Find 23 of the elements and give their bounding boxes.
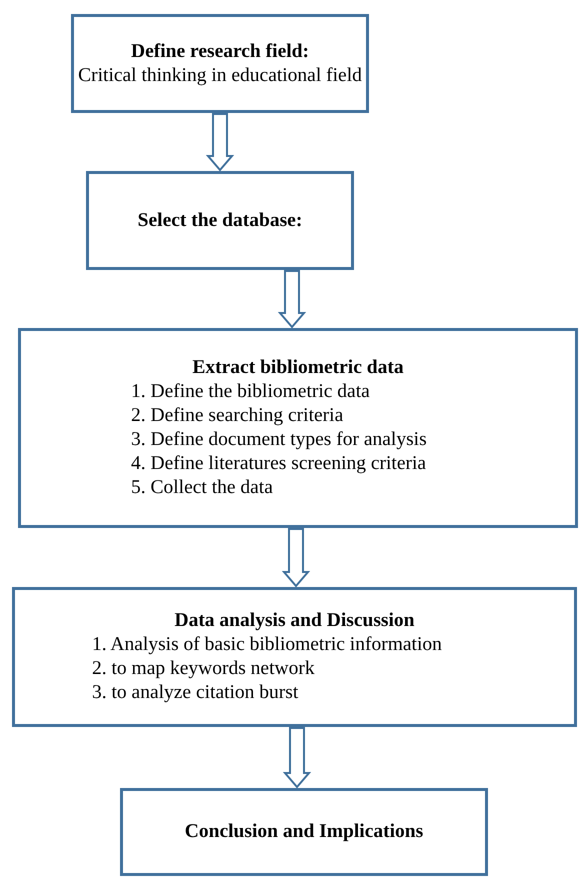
list-item: 2. Define searching criteria (130, 404, 344, 428)
box-heading: Data analysis and Discussion (173, 609, 416, 633)
block-arrow (278, 270, 306, 329)
process-box (86, 171, 354, 270)
list-item: 5. Collect the data (130, 476, 274, 500)
box-heading: Extract bibliometric data (191, 356, 405, 380)
box-heading: Select the database: (136, 208, 304, 232)
box-heading: Conclusion and Implications (184, 820, 424, 844)
list-item: 1. Analysis of basic bibliometric information (91, 633, 443, 657)
process-box (18, 328, 578, 528)
process-box (120, 788, 488, 876)
list-item: 2. to map keywords network (91, 657, 316, 681)
list-item: 3. Define document types for analysis (130, 428, 428, 452)
block-arrow (206, 113, 234, 172)
block-arrow (282, 528, 310, 588)
process-box (71, 14, 369, 113)
list-item: 1. Define the bibliometric data (130, 380, 371, 404)
box-text: Critical thinking in educational field (77, 64, 363, 88)
block-arrow (282, 727, 312, 789)
box-heading: Define research field: (130, 40, 310, 64)
list-item: 3. to analyze citation burst (91, 681, 300, 705)
process-box (12, 587, 577, 727)
list-item: 4. Define literatures screening criteria (130, 452, 428, 476)
